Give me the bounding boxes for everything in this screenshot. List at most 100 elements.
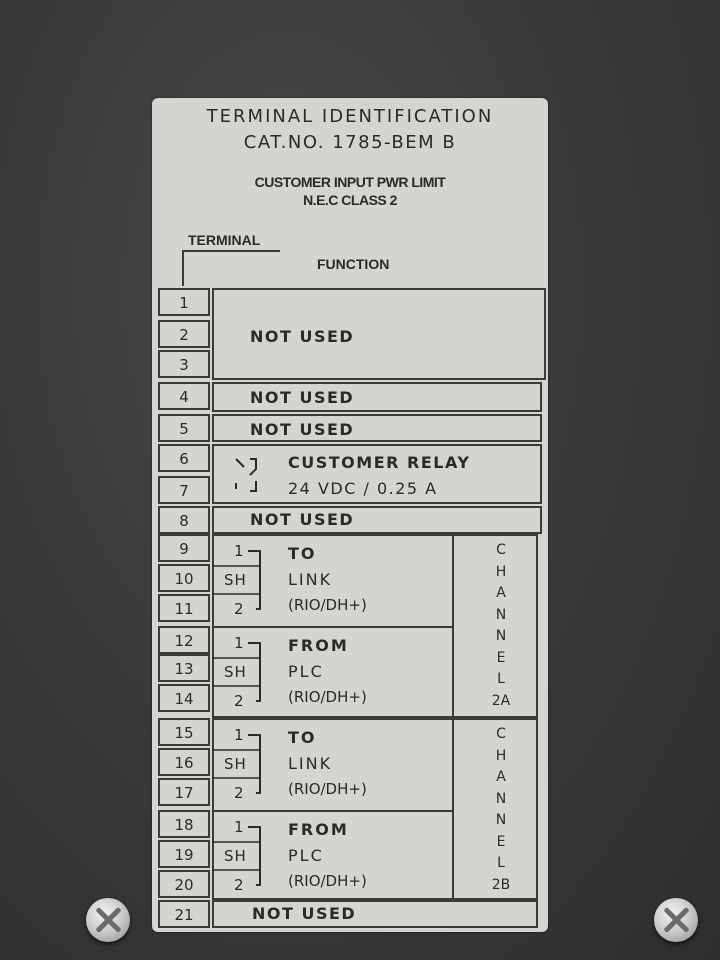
- terminal-number-box: 4: [158, 382, 210, 410]
- screw-icon: [86, 898, 130, 942]
- terminal-number: 12: [174, 632, 194, 650]
- terminal-number-box: 20: [158, 870, 210, 898]
- terminal-number-box: 21: [158, 900, 210, 928]
- function-not-used-8: NOT USED: [250, 510, 355, 529]
- pin-bracket: [212, 550, 261, 610]
- terminal-number: 3: [179, 356, 189, 374]
- terminal-number: 10: [174, 570, 194, 588]
- pin-shield: SH: [224, 755, 247, 773]
- channel-letter: H: [495, 563, 507, 580]
- signal-direction: FROM: [288, 820, 349, 839]
- terminal-number: 5: [179, 420, 189, 438]
- channel-letter: A: [496, 585, 506, 601]
- signal-protocol: (RIO/DH+): [288, 780, 367, 798]
- terminal-number: 6: [179, 450, 189, 468]
- terminal-number-box: 9: [158, 534, 210, 562]
- terminal-number-box: 7: [158, 476, 210, 504]
- terminal-number-box: 19: [158, 840, 210, 868]
- signal-protocol: (RIO/DH+): [288, 688, 367, 706]
- pin-2: 2: [234, 600, 244, 618]
- header-left-tick: [182, 250, 184, 286]
- catalog-number: CAT.NO. 1785-BEM B: [243, 132, 457, 153]
- signal-target: LINK: [288, 570, 333, 589]
- pin-shield: SH: [224, 663, 247, 681]
- pin-2: 2: [234, 692, 244, 710]
- terminal-number-box: 18: [158, 810, 210, 838]
- terminal-number-box: 11: [158, 594, 210, 622]
- pin-bracket: [212, 734, 261, 794]
- function-box-4: [212, 382, 542, 412]
- signal-direction: FROM: [288, 636, 349, 655]
- terminal-number-box: 15: [158, 718, 210, 746]
- signal-direction: TO: [288, 728, 317, 747]
- function-box-21: [212, 900, 538, 928]
- signal-target: PLC: [288, 662, 324, 681]
- terminal-number-box: 1: [158, 288, 210, 316]
- channel-letter: N: [495, 606, 507, 623]
- terminal-number: 19: [174, 846, 194, 864]
- signal-target: LINK: [288, 754, 333, 773]
- pin-shield: SH: [224, 571, 247, 589]
- channel-letter: N: [495, 628, 507, 644]
- terminal-number-box: 8: [158, 506, 210, 534]
- terminal-number: 20: [174, 876, 194, 894]
- signal-protocol: (RIO/DH+): [288, 596, 367, 614]
- terminal-number: 21: [174, 906, 194, 924]
- channel-letter: N: [495, 790, 507, 807]
- group-separator: [212, 626, 454, 628]
- terminal-number: 13: [174, 660, 194, 678]
- channel-letter: C: [496, 726, 506, 742]
- channel-letter: C: [496, 542, 506, 558]
- terminal-number: 15: [174, 724, 194, 742]
- channel-letter: L: [497, 855, 505, 871]
- channel-letter: L: [497, 671, 505, 687]
- function-box-8: [212, 506, 542, 534]
- signal-direction: TO: [288, 544, 317, 563]
- screw-icon: [654, 898, 698, 942]
- pin-2: 2: [234, 784, 244, 802]
- terminal-number: 17: [174, 784, 194, 802]
- pin-1: 1: [234, 726, 244, 744]
- terminal-number-box: 12: [158, 626, 210, 654]
- channel-letter: H: [495, 747, 507, 764]
- relay-function: CUSTOMER RELAY: [288, 453, 471, 472]
- pin-1: 1: [234, 542, 244, 560]
- function-not-used-21: NOT USED: [252, 904, 357, 923]
- pin-1: 1: [234, 818, 244, 836]
- terminal-number: 2: [179, 326, 189, 344]
- terminal-identification-label: TERMINAL IDENTIFICATION CAT.NO. 1785-BEM…: [152, 98, 548, 932]
- terminal-number-box: 5: [158, 414, 210, 442]
- power-limit-note: CUSTOMER INPUT PWR LIMIT: [254, 174, 446, 190]
- channel-2b-frame: [212, 718, 538, 900]
- nec-class-note: N.E.C CLASS 2: [303, 192, 397, 208]
- terminal-number-box: 14: [158, 684, 210, 712]
- relay-rating: 24 VDC / 0.25 A: [288, 479, 438, 498]
- channel-id: 2B: [491, 876, 511, 893]
- channel-id: 2A: [491, 692, 511, 709]
- terminal-number-box: 10: [158, 564, 210, 592]
- relay-contact-icon: [230, 455, 270, 499]
- terminal-number: 8: [179, 512, 189, 530]
- pin-shield: SH: [224, 847, 247, 865]
- function-box-1-3: [212, 288, 546, 380]
- function-not-used-4: NOT USED: [250, 388, 355, 407]
- label-title: TERMINAL IDENTIFICATION: [206, 106, 494, 127]
- terminal-number-box: 6: [158, 444, 210, 472]
- channel-letter: E: [496, 833, 506, 850]
- function-box-6-7: [212, 444, 542, 504]
- terminal-number: 16: [174, 754, 194, 772]
- channel-letter: A: [496, 769, 506, 785]
- function-not-used-1-3: NOT USED: [250, 327, 355, 346]
- terminal-number-box: 3: [158, 350, 210, 378]
- terminal-number-box: 2: [158, 320, 210, 348]
- terminal-header: TERMINAL: [188, 232, 261, 248]
- function-header: FUNCTION: [317, 256, 390, 272]
- channel-letter: E: [496, 649, 506, 666]
- terminal-number: 1: [179, 294, 189, 312]
- channel-letter: N: [495, 812, 507, 828]
- pin-bracket: [212, 642, 261, 702]
- header-underline: [184, 250, 280, 252]
